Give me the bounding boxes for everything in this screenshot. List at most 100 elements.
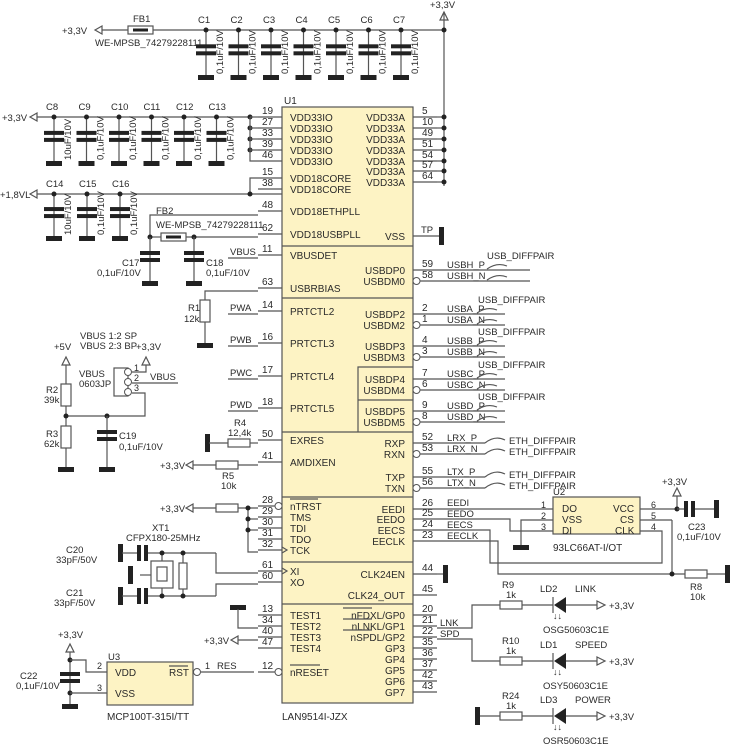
spd-net-label: SPD <box>440 629 460 640</box>
res-net-label: RES <box>217 661 237 672</box>
u1-pin-num: 16 <box>262 332 274 343</box>
u2-pin5: 5 <box>651 511 656 521</box>
u1-pin-name: nFDXL/GP0 <box>351 611 405 622</box>
c19-ref: C19 <box>119 431 136 442</box>
u1-pin-num: 35 <box>422 637 434 648</box>
led-function: LINK <box>575 584 597 595</box>
cap-c13-ref: C13 <box>209 102 226 113</box>
u1-pin-name: CLK24EN <box>361 570 405 581</box>
u1-pin-name: VDD33A <box>366 146 405 157</box>
jumper-pin1: 1 <box>134 363 139 373</box>
u1-pin-num: 39 <box>262 139 274 150</box>
u1-pin-name: USBDP2 <box>365 310 405 321</box>
u1-pin-num: 22 <box>422 626 434 637</box>
c21-ref: C21 <box>66 588 83 599</box>
led-function: SPEED <box>575 640 607 651</box>
u1-pin-name: TEST4 <box>290 644 322 655</box>
u1-pin-name: USBRBIAS <box>290 284 341 295</box>
u1-pin-name: GP6 <box>385 677 405 688</box>
u1-pin-num: 10 <box>422 117 434 128</box>
eecs-net: EECS <box>447 520 473 531</box>
u1-pin-name: TCK <box>290 546 310 557</box>
u2-do: DO <box>562 504 577 515</box>
vdd33io-bus <box>249 117 258 162</box>
u2-pin4: 4 <box>651 522 656 532</box>
u1-pin-num: 29 <box>262 506 274 517</box>
vbus-divider: VBUS 1:2 SP VBUS 2:3 BP +5V +3,3V VBUS 0… <box>44 331 178 472</box>
rail-label-33v-jp: +3,3V <box>136 342 162 353</box>
usb-net-n: USBH_N <box>447 271 486 282</box>
usb-diffpair-label: USB_DIFFPAIR <box>478 327 546 338</box>
u3-reset: +3,3V C22 0,1uF/10V U3 2 3 VDD VSS RST 1… <box>16 630 254 723</box>
u1-pin-name: PRTCTL4 <box>290 372 335 383</box>
eth-diffpair-label: ETH_DIFFPAIR <box>509 470 576 481</box>
u1-pin-3: USBDM3 3 <box>363 346 437 364</box>
cap-c5-ref: C5 <box>328 15 340 26</box>
led-resistor-value: 1k <box>506 590 516 601</box>
usb-diffpairs: USBH_PUSBH_NUSB_DIFFPAIRUSBA_PUSBA_NUSB_… <box>437 251 555 423</box>
rail-label-33v-r5: +3,3V <box>160 461 186 472</box>
u1-pin-num: 8 <box>422 411 428 422</box>
u1-pin-num: 52 <box>422 432 434 443</box>
u1-pin-num: 21 <box>422 615 434 626</box>
led-rail-label: +3,3V <box>609 712 635 723</box>
u1-pin-name: TXP <box>386 473 406 484</box>
u3-vss: VSS <box>115 689 135 700</box>
u1-pin-num: 19 <box>262 106 274 117</box>
u1-pin-num: 17 <box>262 365 274 376</box>
u2-pin3: 3 <box>541 522 546 532</box>
u1-pin-name: USBDM3 <box>363 353 405 364</box>
top-33v-rail: +3,3V FB1 WE-MPSB_74279228111 +3,3V 0,1u… <box>62 0 456 186</box>
u1-pin-name: PRTCTL2 <box>290 307 335 318</box>
u1-pin-num: 26 <box>422 498 434 509</box>
xt1-ref: XT1 <box>152 523 169 534</box>
usb-net-n: USBA_N <box>447 315 485 326</box>
led-resistor-value: 1k <box>506 646 516 657</box>
u1-pin-name: VDD33A <box>366 135 405 146</box>
u2-clk: CLK <box>615 526 635 537</box>
u1-pin-num: 28 <box>262 495 274 506</box>
r1-ref: R1 <box>188 303 200 314</box>
cap-c12-ref: C12 <box>176 102 193 113</box>
u1-pin-num: 57 <box>422 160 434 171</box>
cap-c12-value: 0,1uF/10V <box>193 116 204 160</box>
eth-net-name: LTX_N <box>447 478 476 489</box>
io-33v-rail: +3,3V 10uF/10VC80,1uF/10VC90,1uF/10VC100… <box>2 102 250 166</box>
cap-c9-ref: C9 <box>79 102 91 113</box>
c18-value: 0,1uF/10V <box>206 268 250 279</box>
c20-ref: C20 <box>66 545 83 556</box>
u1-pin-num: 62 <box>262 223 274 234</box>
cap-c1-ref: C1 <box>198 15 210 26</box>
u1-pin-name: TEST1 <box>290 611 322 622</box>
u2-part: 93LC66AT-I/OT <box>553 543 622 554</box>
u1-pin-name: USBDP0 <box>365 266 405 277</box>
rail-label-5v: +5V <box>54 342 72 353</box>
r4-ref: R4 <box>234 418 246 429</box>
cap-c16-value: 0,1uF/10V <box>129 191 140 235</box>
u1-pin-num: 45 <box>422 584 434 595</box>
pwc-label: PWC <box>230 368 252 379</box>
u1-pin-num: 12 <box>262 661 274 672</box>
c21-value: 33pF/50V <box>54 598 96 609</box>
r8-value: 10k <box>690 592 706 603</box>
u1-pin-num: 3 <box>422 346 428 357</box>
u1-pin-num: 48 <box>262 200 274 211</box>
ee-nets: EEDI EEDO EECS EECLK <box>447 498 479 542</box>
usbpll-filter: FB2 WE-MPSB_74279228111 C17 0,1uF/10V C1… <box>97 206 263 286</box>
r4-value: 12,4k <box>228 428 251 439</box>
u2-vss: VSS <box>562 515 582 526</box>
u1-pin-name: VSS <box>385 232 405 243</box>
